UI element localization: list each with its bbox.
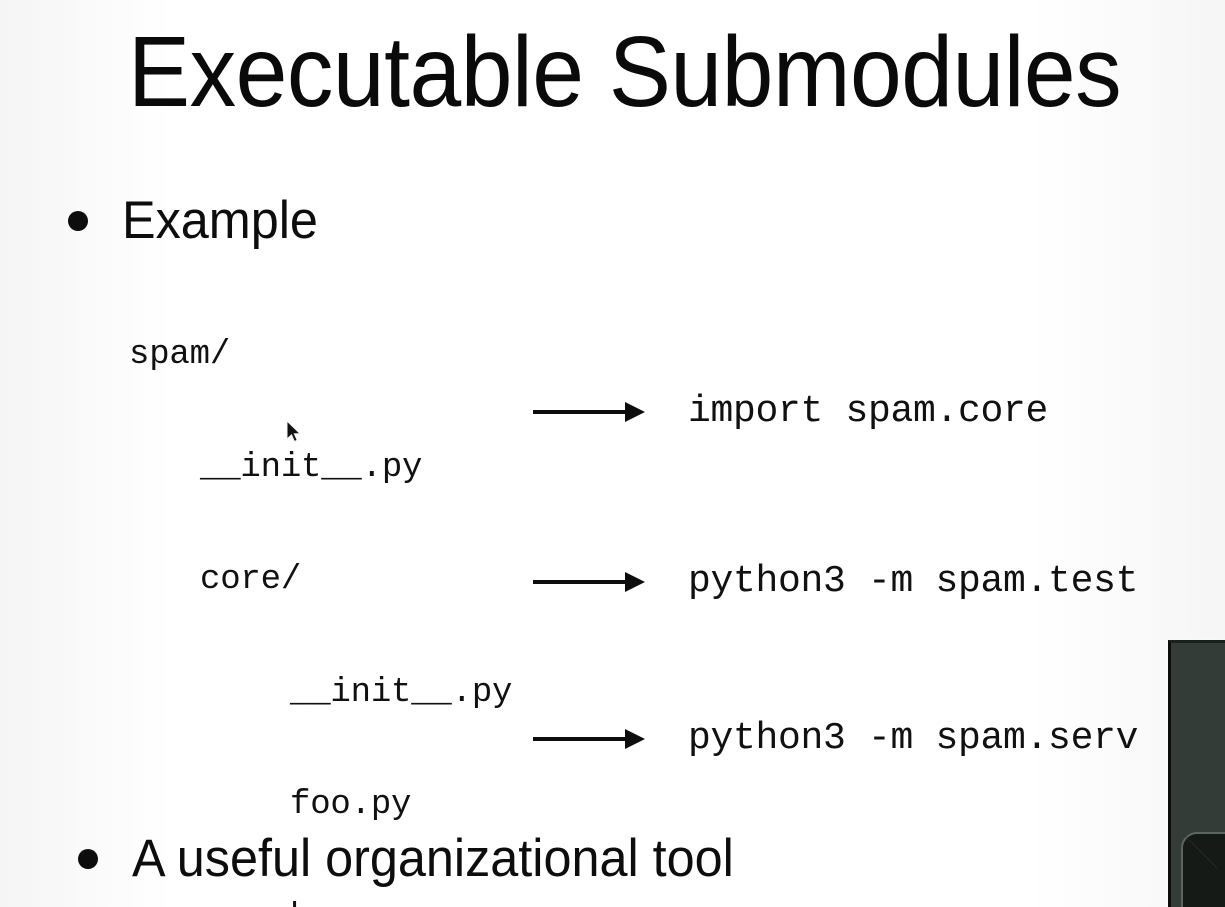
tree-line: __init__.py [200, 448, 423, 487]
arrow-right-icon [533, 728, 645, 750]
command-python3-spam-server: python3 -m spam.serv [688, 717, 1139, 760]
arrow-right-icon [533, 571, 645, 593]
bullet-label-tool: A useful organizational tool [132, 829, 734, 888]
video-overlay-panel [1168, 640, 1225, 907]
arrow-head [625, 572, 645, 592]
arrow-shaft [533, 410, 630, 414]
arrow-shaft [533, 737, 630, 741]
bullet-item-example: Example [68, 192, 328, 250]
directory-tree-listing: spam/ __init__.py core/ __init__.py foo.… [129, 262, 512, 907]
tree-line: spam/ [129, 336, 231, 374]
arrow-shaft [533, 580, 630, 584]
tree-line: foo.py [290, 786, 412, 824]
tree-line: bar.py [129, 899, 512, 907]
tree-line: core/ [200, 561, 302, 599]
bullet-label-example: Example [122, 191, 318, 250]
tree-line: __init__.py [290, 673, 513, 712]
command-import-spam-core: import spam.core [688, 390, 1049, 433]
arrow-head [625, 729, 645, 749]
mouse-cursor-icon [286, 420, 302, 443]
command-python3-spam-test: python3 -m spam.test [688, 560, 1139, 603]
bullet-dot-icon [78, 849, 98, 869]
page-title: Executable Submodules [128, 16, 1122, 128]
arrow-right-icon [533, 401, 645, 423]
bullet-item-tool: A useful organizational tool [78, 830, 766, 888]
video-overlay-shape [1181, 832, 1225, 907]
arrow-head [625, 402, 645, 422]
bullet-dot-icon [68, 211, 88, 231]
